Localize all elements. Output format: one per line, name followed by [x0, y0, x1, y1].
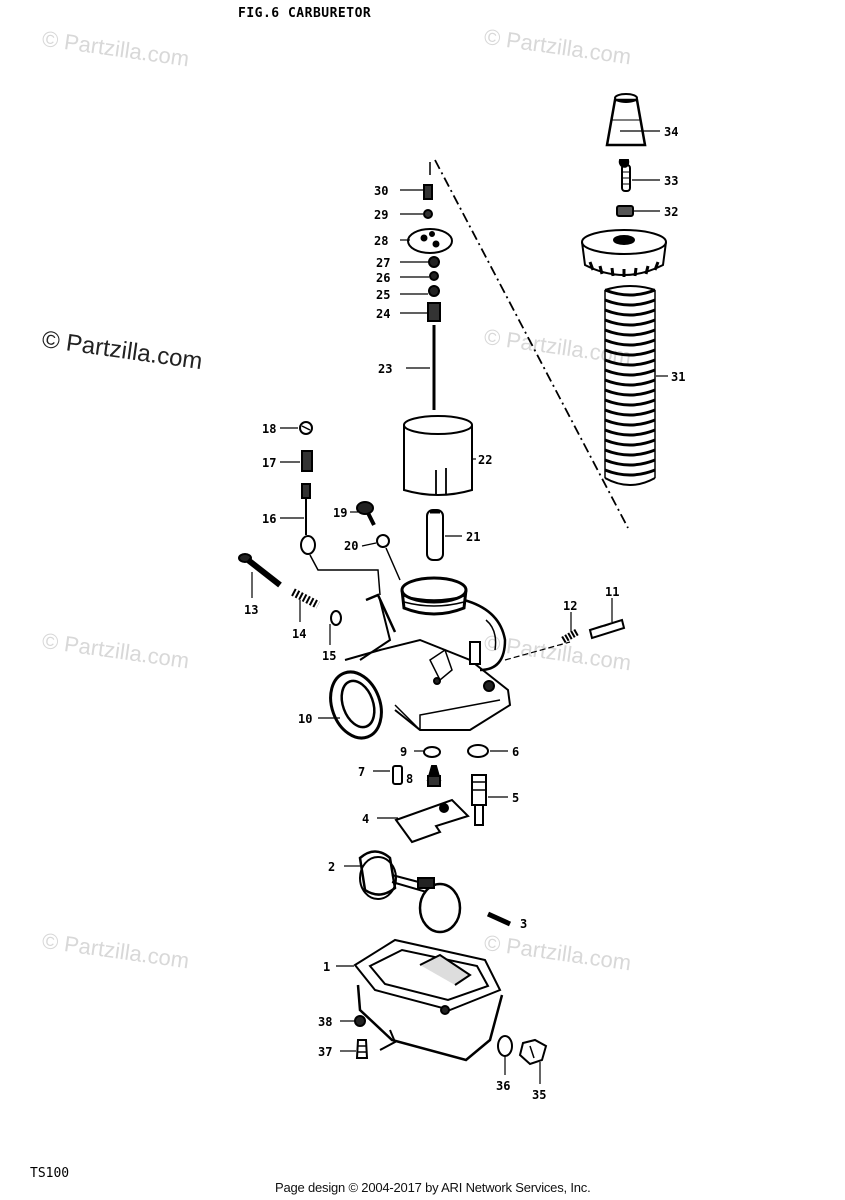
part-7-pilot-jet [392, 765, 403, 785]
callout-12: 12 [563, 599, 577, 613]
callout-17: 17 [262, 456, 276, 470]
part-30-screw [423, 184, 433, 200]
part-35-drain-fitting [518, 1038, 548, 1066]
part-3-float-needle [486, 911, 512, 927]
part-2-float [358, 850, 462, 934]
callout-38: 38 [318, 1015, 332, 1029]
callout-19: 19 [333, 506, 347, 520]
model-code: TS100 [30, 1166, 70, 1181]
callout-9: 9 [400, 745, 407, 759]
callout-30: 30 [374, 184, 388, 198]
part-31-spring [604, 285, 656, 486]
callout-21: 21 [466, 530, 480, 544]
part-1-gasket [353, 938, 502, 1012]
leader-lines [251, 130, 668, 1084]
part-8-jet [426, 765, 442, 787]
callout-29: 29 [374, 208, 388, 222]
part-29-clip [423, 209, 433, 219]
callout-20: 20 [344, 539, 358, 553]
part-21-needle-jet [426, 509, 444, 561]
part-32-nut [616, 205, 634, 217]
callout-14: 14 [292, 627, 306, 641]
callout-31: 31 [671, 370, 685, 384]
callout-labels: 34 33 32 31 30 29 28 27 26 25 24 23 22 2… [244, 125, 685, 1102]
part-19-screw [356, 501, 376, 526]
callout-13: 13 [244, 603, 258, 617]
callout-1: 1 [323, 960, 330, 974]
assembly-guide-line [434, 159, 629, 529]
callout-3: 3 [520, 917, 527, 931]
page-footer: Page design © 2004-2017 by ARI Network S… [275, 1180, 591, 1195]
part-5-main-jet [471, 774, 487, 826]
part-4-float-plate [394, 798, 470, 844]
callout-23: 23 [378, 362, 392, 376]
callout-24: 24 [376, 307, 390, 321]
callout-25: 25 [376, 288, 390, 302]
part-14-spring [291, 588, 320, 609]
callout-11: 11 [605, 585, 619, 599]
callout-18: 18 [262, 422, 276, 436]
callout-16: 16 [262, 512, 276, 526]
part-33-adjuster [618, 159, 631, 192]
callout-15: 15 [322, 649, 336, 663]
callout-10: 10 [298, 712, 312, 726]
callout-4: 4 [362, 812, 369, 826]
callout-37: 37 [318, 1045, 332, 1059]
callout-6: 6 [512, 745, 519, 759]
part-22-throttle-valve [403, 415, 473, 496]
callout-8: 8 [406, 772, 413, 786]
part-27-washer [428, 256, 440, 268]
part-28-plate [407, 228, 453, 254]
part-9-washer [423, 746, 441, 758]
callout-34: 34 [664, 125, 678, 139]
callout-28: 28 [374, 234, 388, 248]
part-17-adjuster [301, 450, 313, 472]
part-15-o-ring [330, 610, 342, 626]
part-float-bowl [356, 953, 504, 1062]
callout-27: 27 [376, 256, 390, 270]
part-36-washer [497, 1035, 513, 1057]
part-11-throttle-stop-screw [588, 618, 626, 640]
figure-title: FIG.6 CARBURETOR [238, 6, 372, 21]
callout-36: 36 [496, 1079, 510, 1093]
part-25-seat [428, 285, 440, 297]
part-6-washer [467, 744, 489, 758]
part-26-clip [429, 271, 439, 281]
callout-32: 32 [664, 205, 678, 219]
part-24-spring [427, 302, 441, 322]
part-10-carburetor-body [329, 576, 512, 740]
part-37-drain-screw [355, 1039, 369, 1059]
callout-26: 26 [376, 271, 390, 285]
choke-rod [309, 554, 381, 596]
callout-35: 35 [532, 1088, 546, 1102]
part-mixing-chamber-top [581, 229, 667, 277]
part-13-air-screw [238, 553, 282, 588]
part-34-cap [605, 93, 647, 147]
part-20-washer [376, 534, 390, 548]
part-16-cable-link [300, 483, 316, 555]
part-12-spring [561, 628, 579, 644]
callout-5: 5 [512, 791, 519, 805]
callout-22: 22 [478, 453, 492, 467]
callout-2: 2 [328, 860, 335, 874]
callout-33: 33 [664, 174, 678, 188]
part-38-washer [354, 1015, 366, 1027]
callout-7: 7 [358, 765, 365, 779]
